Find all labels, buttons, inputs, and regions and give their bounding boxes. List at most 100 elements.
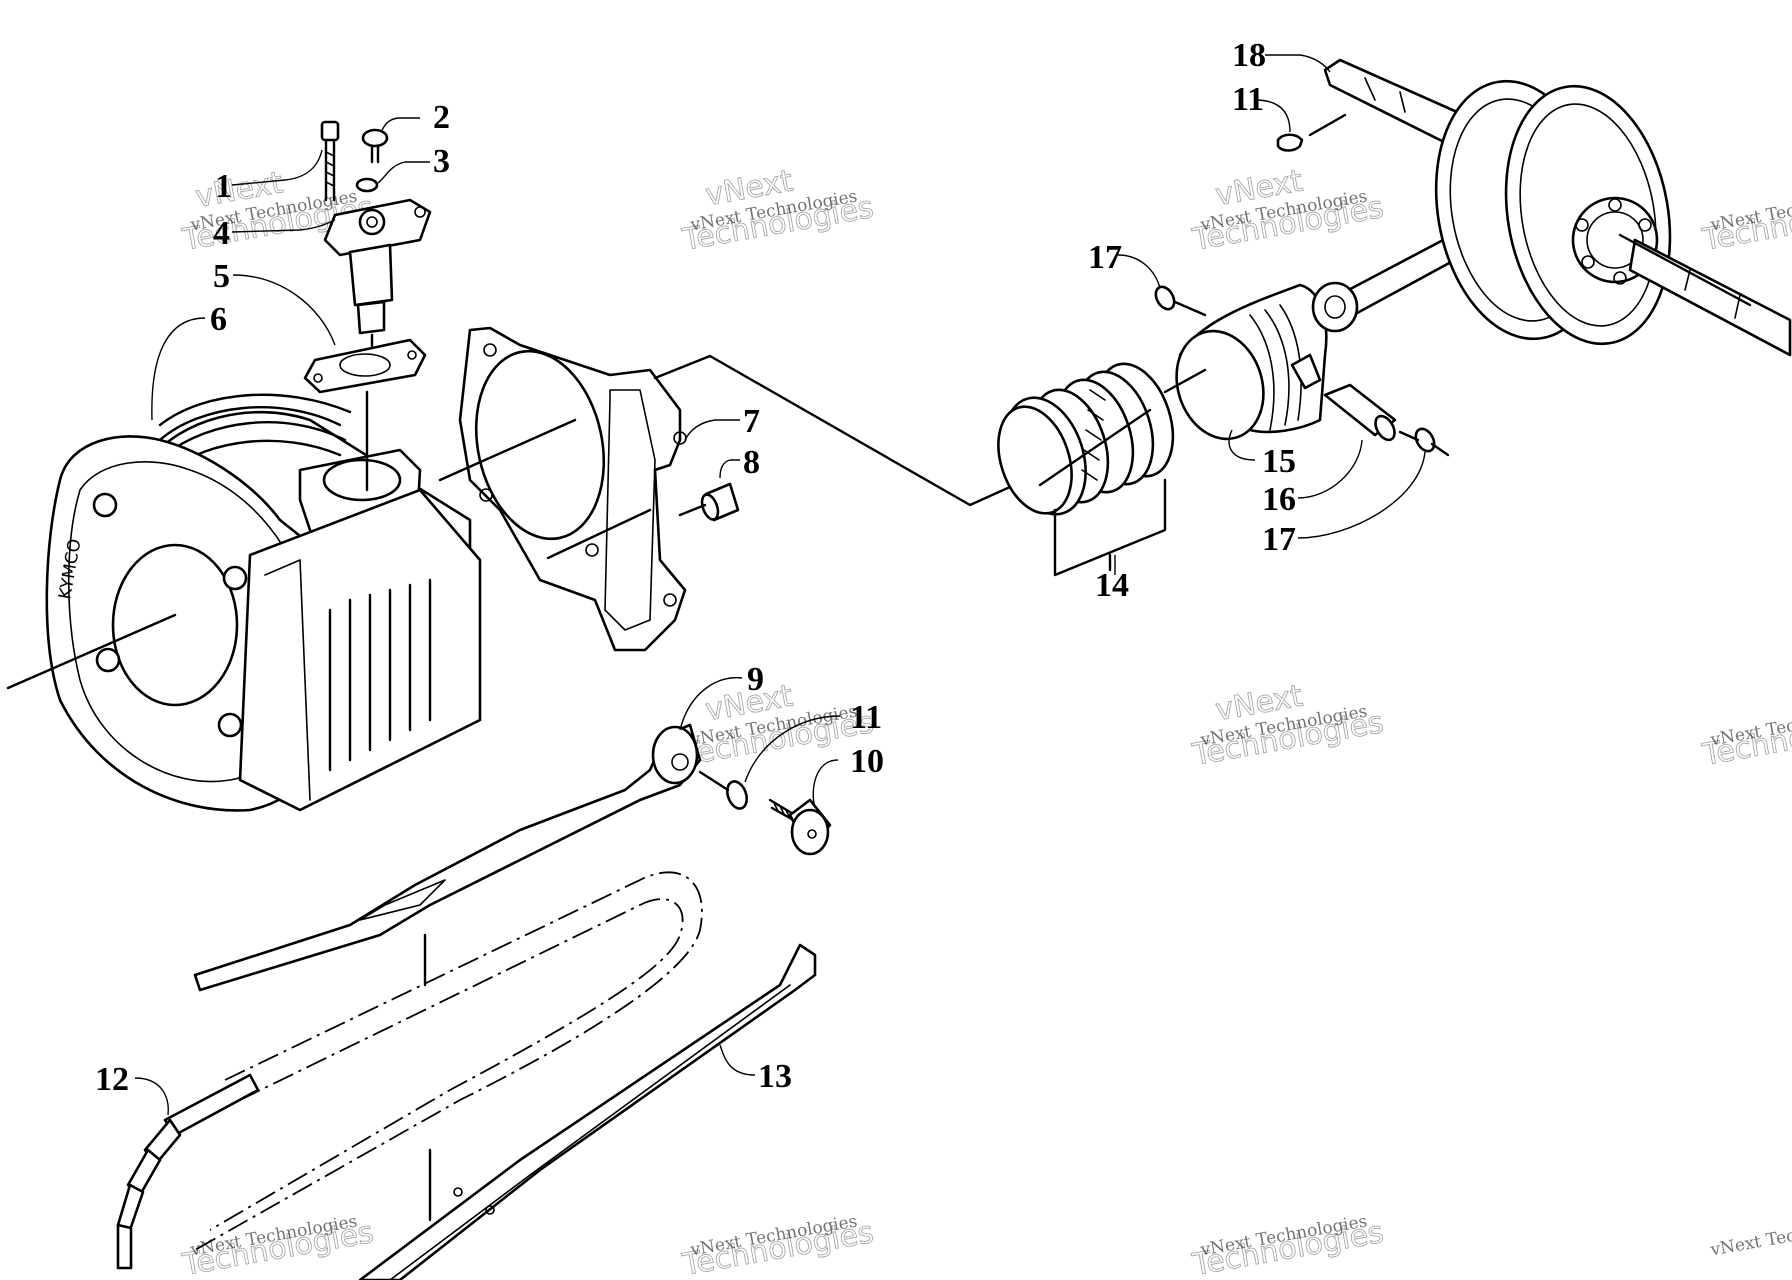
callout-leaders — [134, 54, 1426, 1116]
callout-label: 15 — [1262, 443, 1296, 480]
leader-3 — [377, 161, 430, 184]
chain-guide-body — [358, 943, 817, 1280]
callout-label: 11 — [850, 699, 882, 736]
gasket-bore — [474, 349, 606, 541]
bearing-ball — [1608, 198, 1622, 212]
watermark: Technologies vNext Technologies — [179, 1211, 377, 1280]
gasket-hole — [585, 543, 599, 557]
chain-guide-edge — [389, 984, 791, 1280]
cylinder-bore — [111, 543, 239, 707]
watermark: Technologies vNext Technologies — [1189, 1211, 1387, 1280]
bearing-ball — [1581, 255, 1595, 269]
leader-11b — [1254, 99, 1291, 133]
piston — [1163, 283, 1328, 441]
connecting-rod-small-end — [1311, 281, 1359, 333]
cam-chain — [116, 871, 703, 1270]
leader-5 — [232, 274, 336, 346]
chain-link-segment — [116, 1183, 145, 1232]
pivot-washer — [698, 770, 749, 810]
bolt-head-face — [790, 808, 830, 856]
pivot-hole — [671, 753, 689, 771]
leader-6 — [151, 317, 206, 421]
cylinder-fin — [158, 393, 352, 427]
chain-link-segment — [116, 1223, 133, 1270]
leader-11 — [744, 715, 841, 783]
callout-label: 18 — [1232, 37, 1266, 74]
gasket-hole — [483, 343, 497, 357]
guide-hole — [453, 1187, 463, 1197]
leader-17a — [1117, 254, 1161, 289]
piston-pin — [1323, 383, 1397, 442]
cam-chain-guide — [358, 943, 817, 1280]
leader-1 — [231, 149, 323, 186]
piston-ring-set — [997, 362, 1175, 577]
leader-4 — [231, 219, 336, 233]
assembly-line — [1173, 300, 1207, 317]
gasket-hole — [663, 593, 677, 607]
leader-15 — [1228, 429, 1256, 461]
leader-9 — [679, 676, 743, 731]
washer-ring — [725, 780, 749, 810]
dowel-end — [700, 493, 720, 521]
gasket-bolt-hole — [313, 373, 323, 383]
callout-label: 8 — [743, 444, 760, 481]
guide-hole — [485, 1205, 495, 1215]
piston-ring-grooves — [1249, 304, 1302, 431]
callout-label: 1 — [215, 168, 232, 205]
chain-link-segment — [163, 1073, 260, 1137]
piston-pin-clip — [1398, 427, 1450, 457]
watermark: Technologies vNext Technologies vNext — [1189, 163, 1387, 258]
axis-line — [1618, 233, 1752, 307]
watermark: vNext Technologies — [1708, 1211, 1792, 1260]
callout-label: 16 — [1262, 481, 1296, 518]
crankshaft-assembly — [1311, 58, 1792, 357]
callout-label: 4 — [213, 215, 230, 252]
watermark: Technologies vNext Technologies vNext — [679, 163, 877, 258]
leader-17b — [1297, 451, 1426, 539]
ring-expander-wave — [1081, 389, 1106, 481]
shaft-step — [1364, 77, 1406, 113]
tensioner-arm-rib — [359, 879, 446, 921]
watermark: Technologies vNext Technologies — [1699, 701, 1792, 773]
washer — [355, 177, 379, 193]
leader-10 — [812, 759, 839, 809]
crankshaft-right-shaft — [1628, 238, 1792, 357]
tensioner-rod — [356, 300, 386, 335]
callout-label: 13 — [758, 1058, 792, 1095]
bolt-thread — [325, 151, 335, 187]
axis-line — [438, 418, 577, 482]
callout-label: 12 — [95, 1061, 129, 1098]
leader-16 — [1297, 439, 1363, 499]
small-end-bore — [1324, 295, 1346, 319]
cam-chain-tensioner — [303, 120, 432, 492]
pivot-bolt — [768, 798, 832, 856]
bolt-head-center — [807, 829, 817, 839]
intake-port-opening — [322, 458, 402, 502]
leader-12 — [134, 1077, 169, 1116]
dowel-pin — [678, 482, 740, 522]
piston-pin-boss — [1290, 353, 1322, 390]
watermark: Technologies vNext Technologies — [679, 1211, 877, 1280]
crank-web-inner — [1519, 103, 1657, 327]
watermark-text-small: vNext Technologies — [1708, 1211, 1792, 1260]
bolt-hole — [92, 492, 118, 518]
clip-ring — [1414, 427, 1436, 453]
cylinder-side-edge — [264, 559, 311, 801]
callout-label: 3 — [433, 143, 450, 180]
tensioner-plunger-center — [366, 216, 378, 228]
pin-end — [1374, 414, 1396, 442]
watermark: Technologies vNext Technologies vNext — [1189, 678, 1387, 773]
axis-line — [1038, 408, 1152, 487]
callout-label: 14 — [1095, 567, 1129, 604]
piston-ring — [997, 405, 1073, 515]
bearing-ball — [1575, 218, 1589, 232]
watermark: Technologies vNext Technologies — [1699, 186, 1792, 258]
leader-8 — [719, 459, 740, 479]
bearing-ball — [1613, 271, 1627, 285]
callout-label: 6 — [210, 301, 227, 338]
gasket-chain-slot — [604, 389, 656, 631]
callout-label: 17 — [1262, 521, 1296, 558]
callout-labels: 1 2 3 4 5 6 7 8 9 10 11 11 12 13 14 15 1… — [95, 37, 1296, 1098]
callout-label: 7 — [743, 403, 760, 440]
callout-label: 2 — [433, 99, 450, 136]
